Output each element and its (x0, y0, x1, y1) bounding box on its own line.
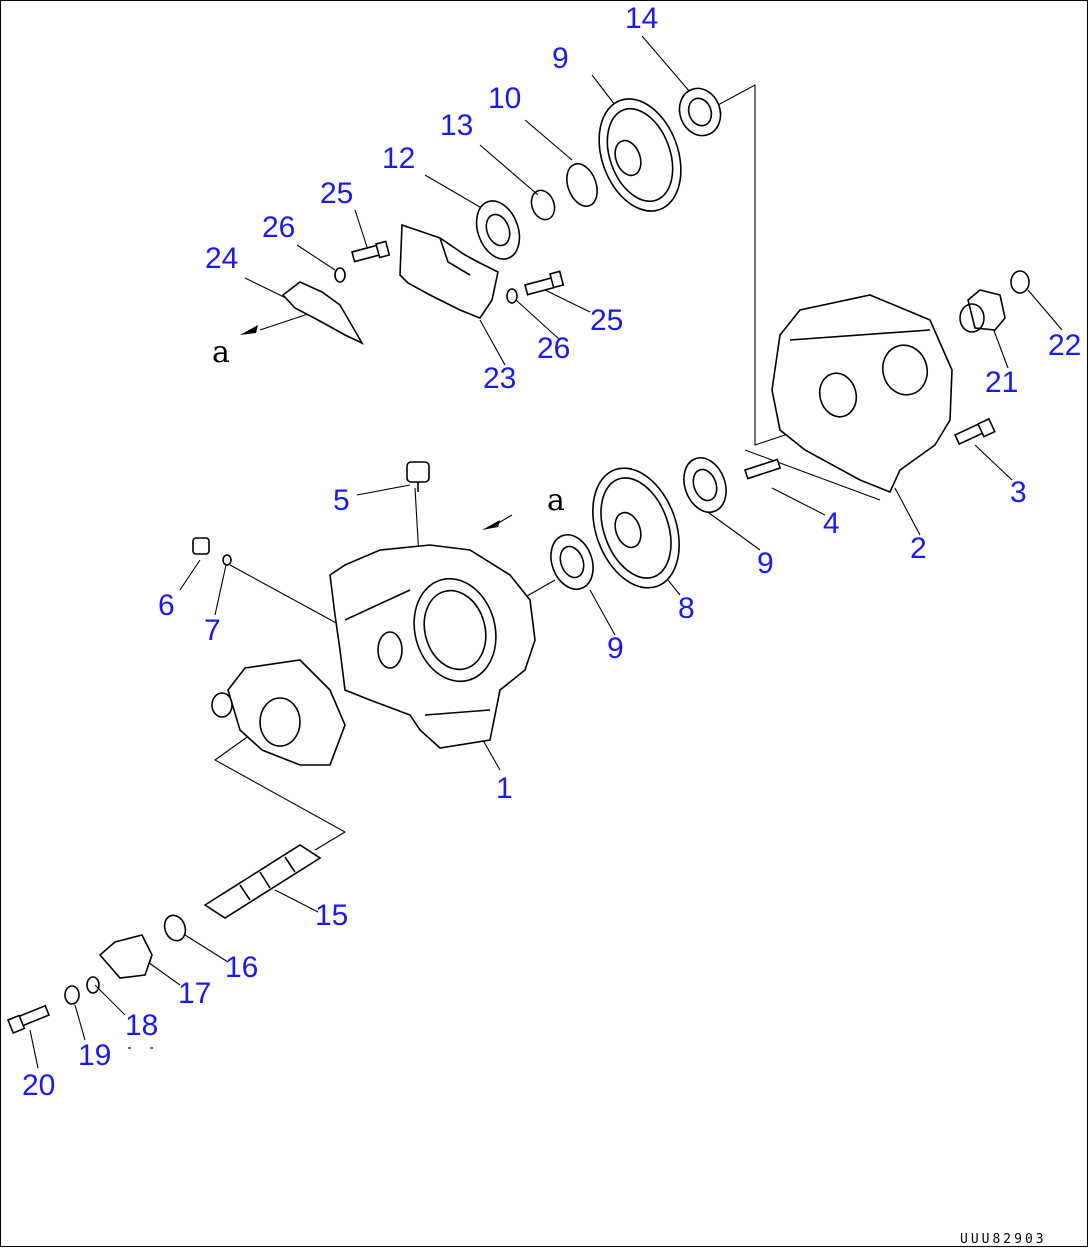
callout-15: 15 (315, 899, 348, 932)
callout-9-upper: 9 (757, 547, 774, 580)
callout-13: 13 (440, 109, 473, 142)
callout-26-upper: 26 (262, 211, 295, 244)
view-marker-a-right: a (547, 483, 565, 518)
part-1-transfer-case (329, 544, 536, 749)
callout-9-lower: 9 (607, 632, 624, 665)
callout-4: 4 (823, 507, 840, 540)
part-24-plate (281, 281, 364, 345)
part-4-pin (743, 458, 782, 480)
part-8-gear (592, 467, 680, 589)
part-25-bolt-upper (351, 240, 391, 263)
part-22-cap (1010, 270, 1030, 294)
part-14-bearing (678, 87, 722, 137)
callout-6: 6 (158, 589, 175, 622)
drawing-code: UUU82903 (960, 1232, 1047, 1247)
callout-5: 5 (333, 484, 350, 517)
part-2-rear-case (771, 294, 953, 494)
callout-22: 22 (1048, 329, 1081, 362)
callout-3: 3 (1010, 476, 1027, 509)
part-16-bearing (163, 914, 187, 942)
part-9-bearing-upper (683, 457, 727, 513)
callout-labels: 14 9 10 13 12 25 26 24 25 26 23 22 21 3 … (22, 2, 1081, 1102)
part-17-yoke (98, 934, 153, 979)
part-26-washer-lower (506, 288, 518, 304)
callout-26-lower: 26 (537, 332, 570, 365)
part-7-o-ring (222, 554, 232, 566)
part-13-ring (530, 189, 556, 221)
callout-25-upper: 25 (320, 177, 353, 210)
part-26-washer-upper (334, 267, 346, 283)
view-marker-a-left: a (212, 335, 230, 370)
callout-25-lower: 25 (590, 304, 623, 337)
part-3-bolt (953, 417, 996, 446)
part-15-shaft (203, 844, 322, 919)
part-6-plug (192, 537, 210, 555)
part-18-o-ring (86, 976, 100, 994)
callout-8: 8 (678, 592, 695, 625)
part-20-bolt (6, 1004, 51, 1035)
callout-7: 7 (204, 614, 221, 647)
part-9-bearing-lower (550, 534, 594, 590)
callout-17: 17 (178, 977, 211, 1010)
callout-23: 23 (483, 362, 516, 395)
part-23-cover (399, 223, 499, 319)
callout-2: 2 (910, 532, 927, 565)
callout-11: 10 (488, 82, 521, 115)
callout-14: 14 (625, 2, 658, 35)
part-12-bearing (475, 200, 521, 260)
callout-19: 19 (78, 1039, 111, 1072)
callout-10: 9 (552, 42, 569, 75)
callout-16: 16 (225, 951, 258, 984)
callout-21: 21 (985, 366, 1018, 399)
callout-18: 18 (125, 1009, 158, 1042)
part-25-bolt-lower (524, 270, 565, 296)
pump-housing (211, 659, 346, 766)
part-11-snap-ring (566, 162, 598, 208)
callout-1: 1 (496, 772, 513, 805)
callout-20: 20 (22, 1069, 55, 1102)
callout-12: 12 (382, 142, 415, 175)
callout-24: 24 (205, 242, 238, 275)
leader-lines (29, 35, 1063, 1069)
part-10-gear (598, 98, 682, 212)
part-21-flange (959, 289, 1006, 333)
part-19-washer (64, 985, 80, 1005)
part-5-sensor (406, 461, 430, 492)
